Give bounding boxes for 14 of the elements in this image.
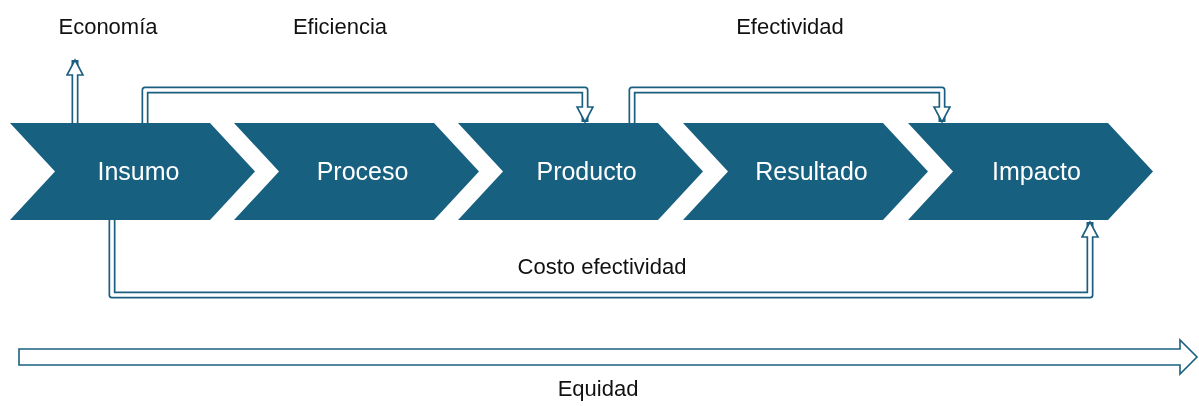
step-label: Producto xyxy=(535,157,637,186)
step-label: Proceso xyxy=(315,157,409,186)
step-label: Resultado xyxy=(754,157,868,186)
edge-label: Efectividad xyxy=(736,14,844,40)
step-label: Insumo xyxy=(96,157,180,186)
hollow-arrow xyxy=(628,86,951,123)
hollow-arrow xyxy=(66,59,84,123)
hollow-arrow xyxy=(108,220,1099,299)
step-label: Impacto xyxy=(991,157,1081,186)
edge-label: Eficiencia xyxy=(292,14,388,40)
axis-label: Equidad xyxy=(557,376,639,402)
edge-label: Costo efectividad xyxy=(517,254,687,280)
edge-label: Economía xyxy=(58,14,158,40)
hollow-arrow xyxy=(141,86,594,123)
